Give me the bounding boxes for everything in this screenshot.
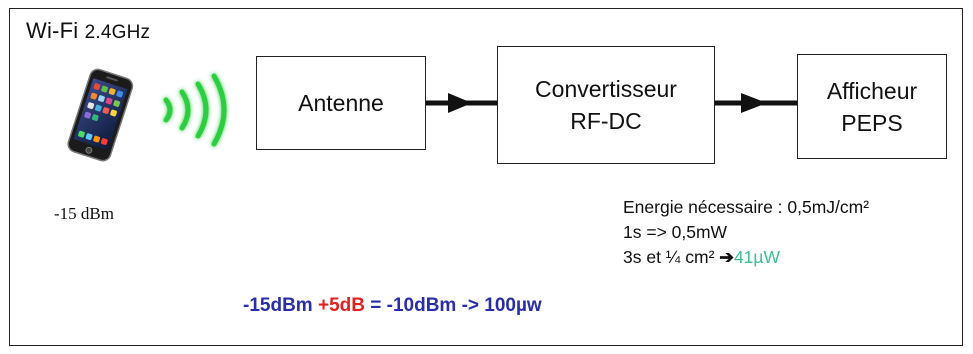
power-1s-line: 1s => 0,5mW bbox=[623, 222, 728, 242]
title-frequency: 2.4GHz bbox=[84, 22, 151, 43]
energy-required-line: Energie nécessaire : 0,5mJ/cm² bbox=[623, 197, 870, 217]
rf-dc-converter-block: Convertisseur RF-DC bbox=[497, 46, 715, 164]
power-3s-prefix: 3s et ¼ cm² bbox=[623, 247, 720, 267]
antenna-block: Antenne bbox=[256, 56, 426, 150]
smartphone-icon bbox=[50, 66, 150, 166]
formula-result: = -10dBm -> 100µw bbox=[364, 295, 542, 316]
phone-power-label: -15 dBm bbox=[54, 204, 114, 223]
converter-label-line2: RF-DC bbox=[570, 108, 642, 134]
arrow-converter-to-display bbox=[715, 93, 797, 113]
title-main: Wi-Fi bbox=[26, 18, 85, 43]
diagram-frame bbox=[9, 8, 963, 346]
formula-gain: +5dB bbox=[317, 295, 365, 316]
power-3s-line: 3s et ¼ cm² ➔41µW bbox=[623, 247, 780, 268]
wifi-signal-waves-icon bbox=[152, 70, 242, 150]
right-arrow-icon: ➔ bbox=[719, 247, 734, 267]
link-budget-formula: -15dBm +5dB = -10dBm -> 100µw bbox=[243, 295, 542, 317]
display-label-line2: PEPS bbox=[841, 109, 903, 136]
converter-label-line1: Convertisseur bbox=[535, 76, 677, 102]
diagram-title: Wi-Fi 2.4GHz bbox=[26, 18, 150, 44]
display-label-line1: Afficheur bbox=[826, 77, 918, 104]
formula-source-power: -15dBm bbox=[243, 295, 318, 316]
peps-display-block: Afficheur PEPS bbox=[797, 54, 947, 159]
antenna-label: Antenne bbox=[298, 90, 384, 116]
arrow-antenna-to-converter bbox=[426, 93, 497, 113]
power-3s-value: 41µW bbox=[733, 247, 781, 267]
